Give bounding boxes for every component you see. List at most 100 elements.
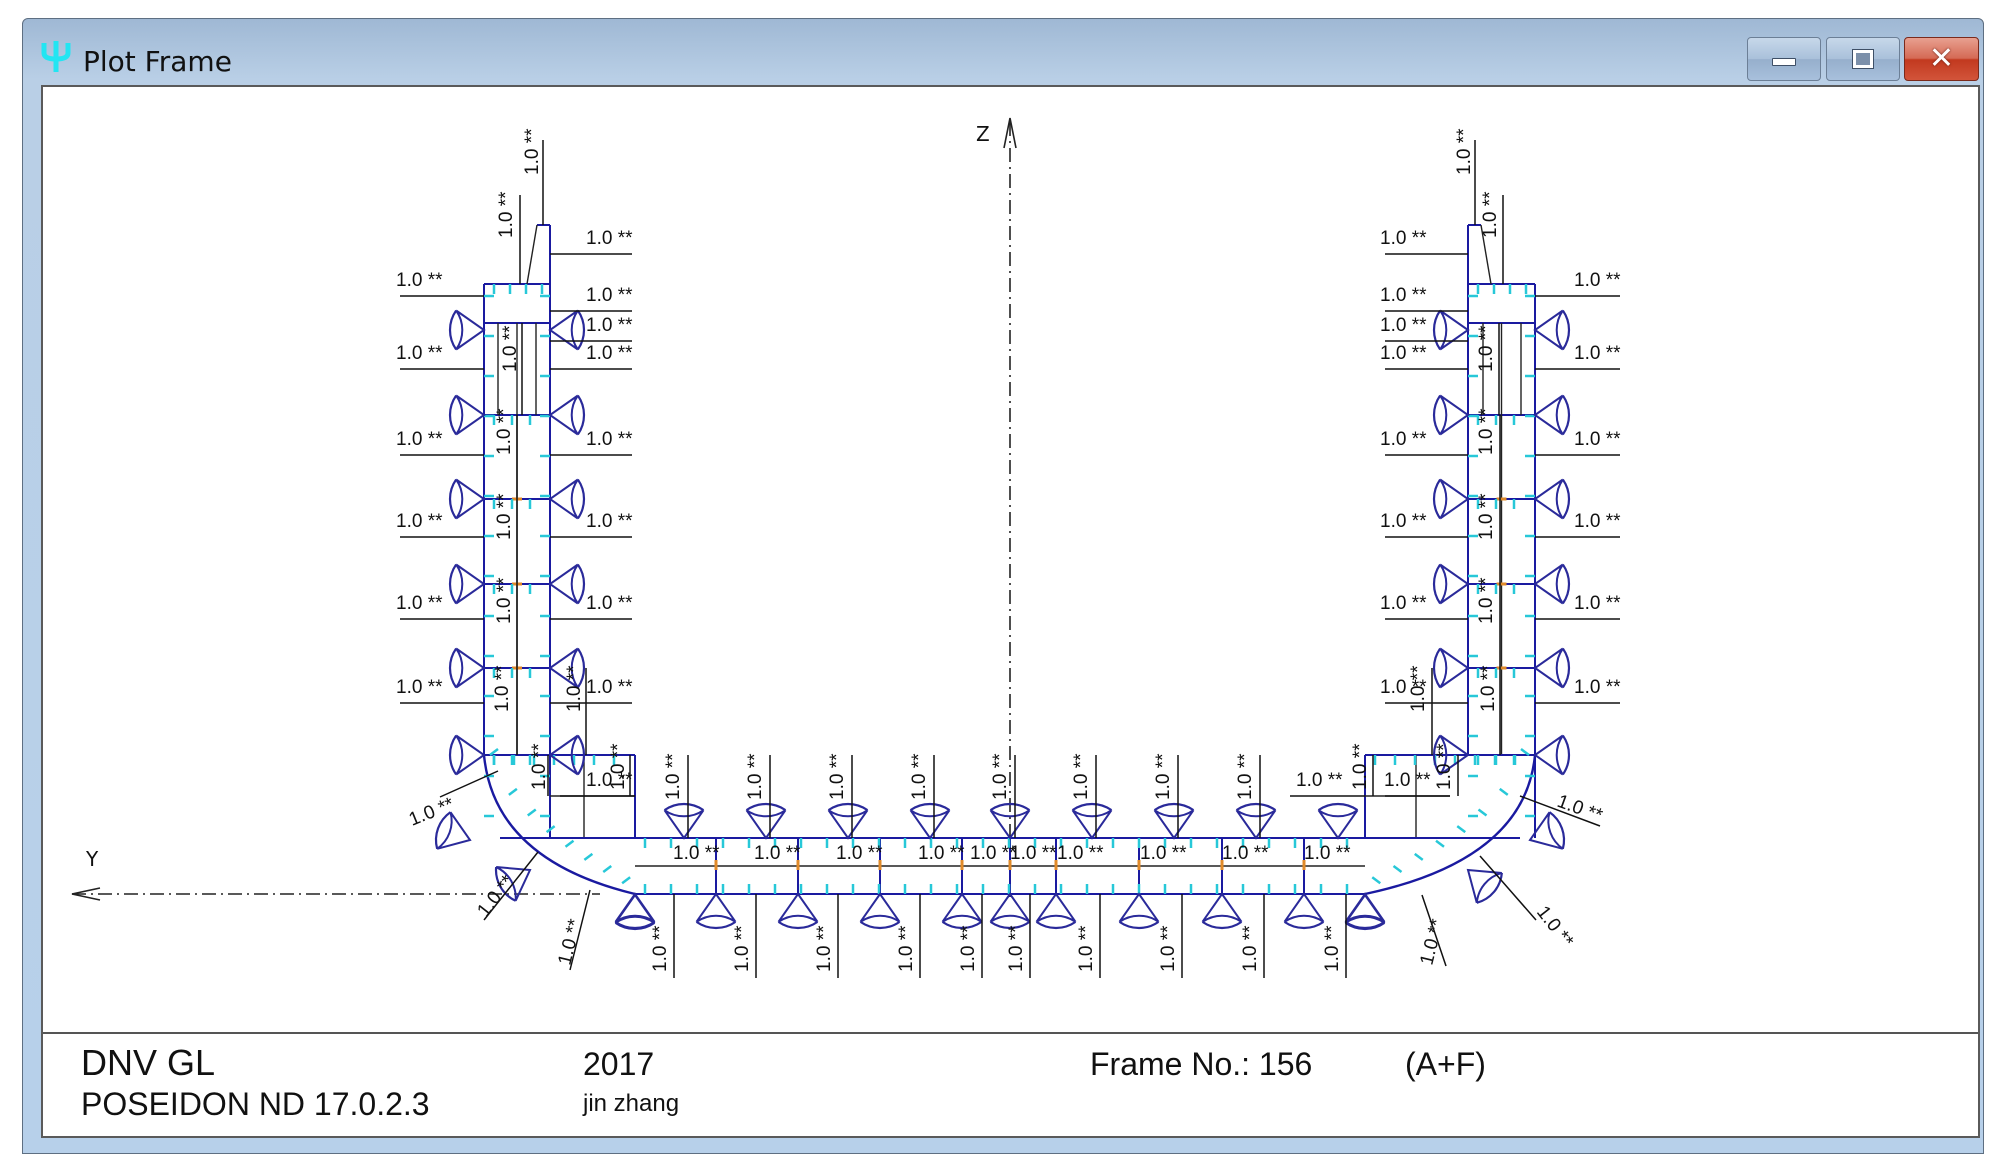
scantling-label: 1.0 ** xyxy=(586,593,633,614)
bracket-icon xyxy=(989,892,1031,923)
scantling-label: 1.0 ** xyxy=(1380,285,1427,306)
bracket-icon xyxy=(455,309,486,351)
scantling-label: 1.0 ** xyxy=(1222,843,1269,864)
bracket-icon xyxy=(1533,478,1564,520)
scantling-label: 1.0 ** xyxy=(586,343,633,364)
scantling-label: 1.0 ** xyxy=(396,343,443,364)
scantling-label: 1.0 ** xyxy=(1476,408,1497,455)
scantling-label: 1.0 ** xyxy=(564,665,585,712)
minimize-button[interactable] xyxy=(1747,37,1821,81)
scantling-label: 1.0 ** xyxy=(1476,325,1497,372)
stiffener-ticks xyxy=(484,284,1535,894)
scantling-label: 1.0 ** xyxy=(1380,511,1427,532)
title-block: DNV GL POSEIDON ND 17.0.2.3 2017 jin zha… xyxy=(43,1032,1978,1136)
bracket-icon xyxy=(614,892,656,923)
scantling-label: 1.0 ** xyxy=(554,916,586,967)
scantling-label: 1.0 ** xyxy=(496,191,517,238)
company-name: DNV GL xyxy=(81,1042,216,1083)
scantling-label: 1.0 ** xyxy=(1554,791,1605,827)
bracket-icon xyxy=(1439,734,1470,776)
scantling-label: 1.0 ** xyxy=(1384,770,1431,791)
scantling-label: 1.0 ** xyxy=(586,429,633,450)
scantling-label: 1.0 ** xyxy=(522,128,543,175)
scantling-label: 1.0 ** xyxy=(494,408,515,455)
bracket-icon xyxy=(1153,809,1195,840)
scantling-label: 1.0 ** xyxy=(529,743,550,790)
scantling-label: 1.0 ** xyxy=(1380,315,1427,336)
scantling-label: 1.0 ** xyxy=(836,843,883,864)
scantling-label: 1.0 ** xyxy=(1158,925,1179,972)
bracket-icon xyxy=(777,892,819,923)
scantling-label: 1.0 ** xyxy=(1574,343,1621,364)
scantling-label: 1.0 ** xyxy=(814,925,835,972)
bracket-icon xyxy=(1533,309,1564,351)
scantling-label: 1.0 ** xyxy=(918,843,965,864)
product-version: POSEIDON ND 17.0.2.3 xyxy=(81,1086,430,1122)
bracket-icon xyxy=(1533,563,1564,605)
scantling-label: 1.0 ** xyxy=(1071,753,1092,800)
scantling-label: 1.0 ** xyxy=(586,770,633,791)
scantling-label: 1.0 ** xyxy=(396,511,443,532)
title-bar[interactable]: Plot Frame ✕ xyxy=(23,19,1983,85)
scantling-label: 1.0 ** xyxy=(473,871,519,921)
bracket-icon xyxy=(1035,892,1077,923)
bracket-icon xyxy=(1439,478,1470,520)
scantling-label: 1.0 ** xyxy=(1480,191,1501,238)
bracket-icon xyxy=(1528,811,1564,850)
frame-number: Frame No.: 156 xyxy=(1090,1046,1313,1082)
scantling-label: 1.0 ** xyxy=(732,925,753,972)
scantling-label: 1.0 ** xyxy=(650,925,671,972)
scantling-label: 1.0 ** xyxy=(1380,343,1427,364)
scantling-label: 1.0 ** xyxy=(586,677,633,698)
scantling-label: 1.0 ** xyxy=(1380,677,1427,698)
scantling-label: 1.0 ** xyxy=(1240,925,1261,972)
scantling-label: 1.0 ** xyxy=(745,753,766,800)
bracket-icon xyxy=(745,809,787,840)
scantling-label: 1.0 ** xyxy=(406,794,458,831)
trident-psi-icon xyxy=(41,41,71,72)
scantling-label: 1.0 ** xyxy=(1322,925,1343,972)
scantling-label: 1.0 ** xyxy=(958,925,979,972)
scantling-label: 1.0 ** xyxy=(827,753,848,800)
scantling-label: 1.0 ** xyxy=(1434,743,1455,790)
bracket-icon xyxy=(455,478,486,520)
scantling-label: 1.0 ** xyxy=(1574,270,1621,291)
scantling-label: 1.0 ** xyxy=(1380,228,1427,249)
bracket-icon xyxy=(859,892,901,923)
close-icon: ✕ xyxy=(1928,41,1955,76)
close-button[interactable]: ✕ xyxy=(1904,37,1979,81)
bracket-icon xyxy=(548,394,579,436)
maximize-icon xyxy=(1852,49,1874,69)
y-axis: Y xyxy=(71,847,600,901)
scantling-label: 1.0 ** xyxy=(1140,843,1187,864)
bracket-icon xyxy=(1201,892,1243,923)
bracket-icon xyxy=(695,892,737,923)
scantling-label: 1.0 ** xyxy=(1574,429,1621,450)
scantling-label: 1.0 ** xyxy=(492,665,513,712)
plot-frame-window: Plot Frame ✕ DNV GL POSEIDON ND 17.0.2.3… xyxy=(22,18,1984,1154)
scantling-label: 1.0 ** xyxy=(1574,511,1621,532)
scantling-label: 1.0 ** xyxy=(896,925,917,972)
bracket-icon xyxy=(455,647,486,689)
bracket-icon xyxy=(1466,868,1503,904)
bracket-icon xyxy=(1533,394,1564,436)
load-condition: (A+F) xyxy=(1405,1046,1486,1082)
scantling-label: 1.0 ** xyxy=(1478,665,1499,712)
scantling-label: 1.0 ** xyxy=(396,270,443,291)
maximize-button[interactable] xyxy=(1826,37,1900,81)
scantling-label: 1.0 ** xyxy=(673,843,720,864)
bracket-icon xyxy=(1439,394,1470,436)
scantling-label: 1.0 ** xyxy=(990,753,1011,800)
bracket-icon xyxy=(1317,809,1359,840)
bracket-icon xyxy=(909,809,951,840)
bracket-icon xyxy=(1533,734,1564,776)
scantling-label: 1.0 ** xyxy=(1408,665,1429,712)
scantling-label: 1.0 ** xyxy=(1476,577,1497,624)
y-axis-label: Y xyxy=(85,847,99,871)
scantling-label: 1.0 ** xyxy=(494,493,515,540)
window-title: Plot Frame xyxy=(83,45,232,78)
brackets xyxy=(434,309,1571,931)
scantling-label: 1.0 ** xyxy=(663,753,684,800)
bracket-icon xyxy=(989,809,1031,840)
z-axis-label: Z xyxy=(976,122,990,146)
